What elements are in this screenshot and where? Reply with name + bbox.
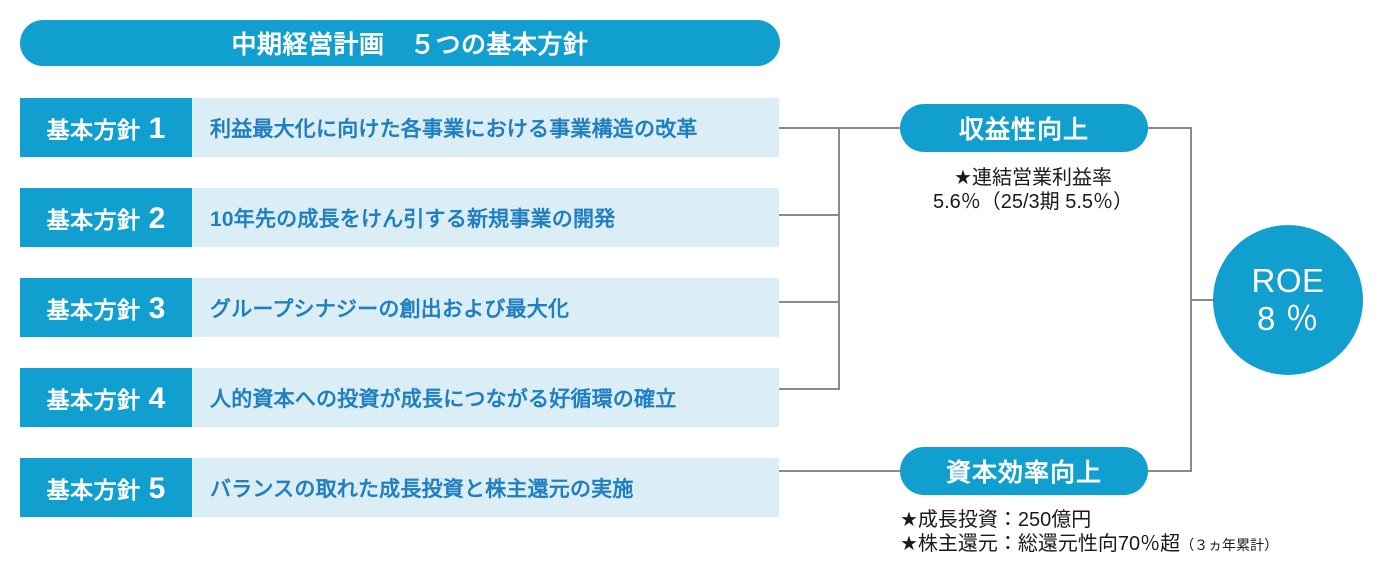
policy-tag-label: 基本方針: [46, 296, 141, 323]
policy-tag-number: 1: [148, 111, 166, 145]
policy-tag-1: 基本方針 1: [20, 98, 192, 157]
connector-policy-4: [779, 388, 840, 390]
policy-row: 基本方針 1 利益最大化に向けた各事業における事業構造の改革: [20, 98, 779, 157]
policy-body-2: 10年先の成長をけん引する新規事業の開発: [192, 188, 779, 247]
outcome-pill-capital-efficiency: 資本効率向上: [900, 447, 1148, 495]
roe-label: ROE: [1251, 261, 1325, 299]
policy-body-1: 利益最大化に向けた各事業における事業構造の改革: [192, 98, 779, 157]
connector-profitability-right: [1140, 127, 1192, 129]
policy-body-5: バランスの取れた成長投資と株主還元の実施: [192, 458, 779, 517]
roe-goal-circle: ROE 8 ％: [1213, 225, 1363, 375]
policy-text: 人的資本への投資が成長につながる好循環の確立: [210, 387, 677, 411]
policy-tag-label: 基本方針: [46, 116, 141, 143]
connector-policy-1: [779, 127, 840, 129]
roe-value: 8 ％: [1256, 300, 1320, 337]
connector-to-profitability: [838, 127, 910, 129]
metric-line: 5.6％（25/3期 5.5％）: [932, 191, 1134, 214]
connector-to-roe: [1190, 299, 1218, 301]
outcome-label: 資本効率向上: [945, 459, 1102, 487]
policy-text: バランスの取れた成長投資と株主還元の実施: [210, 477, 634, 501]
policy-tag-label: 基本方針: [46, 206, 141, 233]
connector-capital-efficiency-right: [1140, 470, 1192, 472]
outcome-pill-profitability: 収益性向上: [900, 104, 1148, 152]
policy-body-4: 人的資本への投資が成長につながる好循環の確立: [192, 368, 779, 427]
policy-tag-3: 基本方針 3: [20, 278, 192, 337]
header-pill: 中期経営計画 ５つの基本方針: [20, 20, 780, 66]
outcome-label: 収益性向上: [958, 116, 1089, 144]
policy-tag-label: 基本方針: [46, 386, 141, 413]
policy-row: 基本方針 2 10年先の成長をけん引する新規事業の開発: [20, 188, 779, 247]
metrics-capital-efficiency: ★成長投資：250億円 ★株主還元：総還元性向70％超（３ヵ年累計）: [900, 508, 1278, 557]
policy-text: 10年先の成長をけん引する新規事業の開発: [210, 207, 616, 231]
policy-tag-number: 3: [148, 291, 166, 325]
metric-line-with-note: ★株主還元：総還元性向70％超（３ヵ年累計）: [900, 532, 1278, 556]
policy-row: 基本方針 3 グループシナジーの創出および最大化: [20, 278, 779, 337]
policy-row: 基本方針 4 人的資本への投資が成長につながる好循環の確立: [20, 368, 779, 427]
policy-tag-number: 2: [148, 201, 166, 235]
metric-line: ★成長投資：250億円: [900, 509, 1092, 531]
connector-policy-2: [779, 214, 840, 216]
policy-tag-label: 基本方針: [46, 476, 141, 503]
metric-line-main: ★株主還元：総還元性向70％超: [900, 533, 1181, 556]
policy-tag-4: 基本方針 4: [20, 368, 192, 427]
policy-body-3: グループシナジーの創出および最大化: [192, 278, 779, 337]
policy-tag-number: 4: [148, 381, 166, 415]
metrics-profitability: ★連結営業利益率 5.6％（25/3期 5.5％）: [903, 166, 1163, 215]
metric-line-note: （３ヵ年累計）: [1180, 537, 1279, 554]
policy-text: グループシナジーの創出および最大化: [210, 297, 570, 321]
metric-line: ★連結営業利益率: [954, 167, 1112, 189]
policy-row: 基本方針 5 バランスの取れた成長投資と株主還元の実施: [20, 458, 779, 517]
policy-tag-number: 5: [148, 471, 166, 505]
policy-tag-5: 基本方針 5: [20, 458, 192, 517]
policy-text: 利益最大化に向けた各事業における事業構造の改革: [210, 117, 698, 141]
header-title: 中期経営計画 ５つの基本方針: [231, 31, 589, 59]
connector-to-capital-efficiency: [779, 470, 910, 472]
policy-tag-2: 基本方針 2: [20, 188, 192, 247]
connector-policy-3: [779, 301, 840, 303]
connector-left-bus: [838, 127, 840, 390]
